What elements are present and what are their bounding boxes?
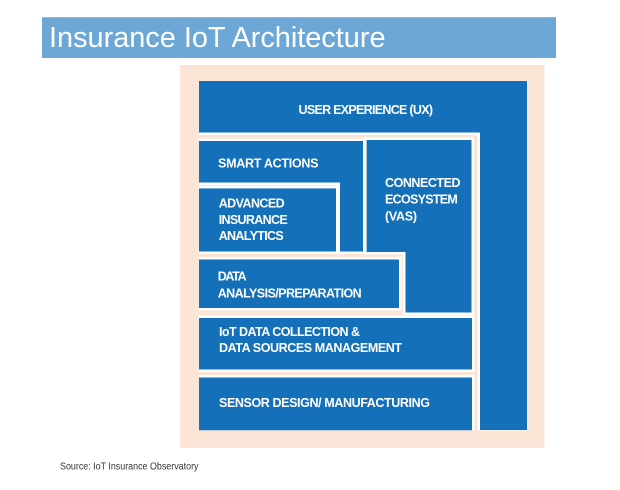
svg-text:ECOSYSTEM: ECOSYSTEM [385,193,458,207]
svg-text:(VAS): (VAS) [385,209,417,223]
svg-text:USER EXPERIENCE (UX): USER EXPERIENCE (UX) [299,103,434,117]
svg-text:DATA: DATA [218,269,247,283]
svg-text:DATA SOURCES MANAGEMENT: DATA SOURCES MANAGEMENT [219,341,402,355]
svg-text:ANALYSIS/PREPARATION: ANALYSIS/PREPARATION [218,286,362,300]
svg-text:CONNECTED: CONNECTED [385,176,461,190]
svg-text:SENSOR DESIGN/ MANUFACTURING: SENSOR DESIGN/ MANUFACTURING [219,396,430,410]
svg-text:Insurance IoT Architecture: Insurance IoT Architecture [49,21,386,53]
svg-text:SMART ACTIONS: SMART ACTIONS [218,157,319,171]
svg-text:INSURANCE: INSURANCE [219,213,288,227]
svg-text:IoT DATA COLLECTION &: IoT DATA COLLECTION & [219,325,360,339]
svg-text:Source: IoT Insurance Observa: Source: IoT Insurance Observatory [60,462,199,473]
svg-text:ANALYTICS: ANALYTICS [219,229,284,243]
svg-text:ADVANCED: ADVANCED [219,197,285,211]
